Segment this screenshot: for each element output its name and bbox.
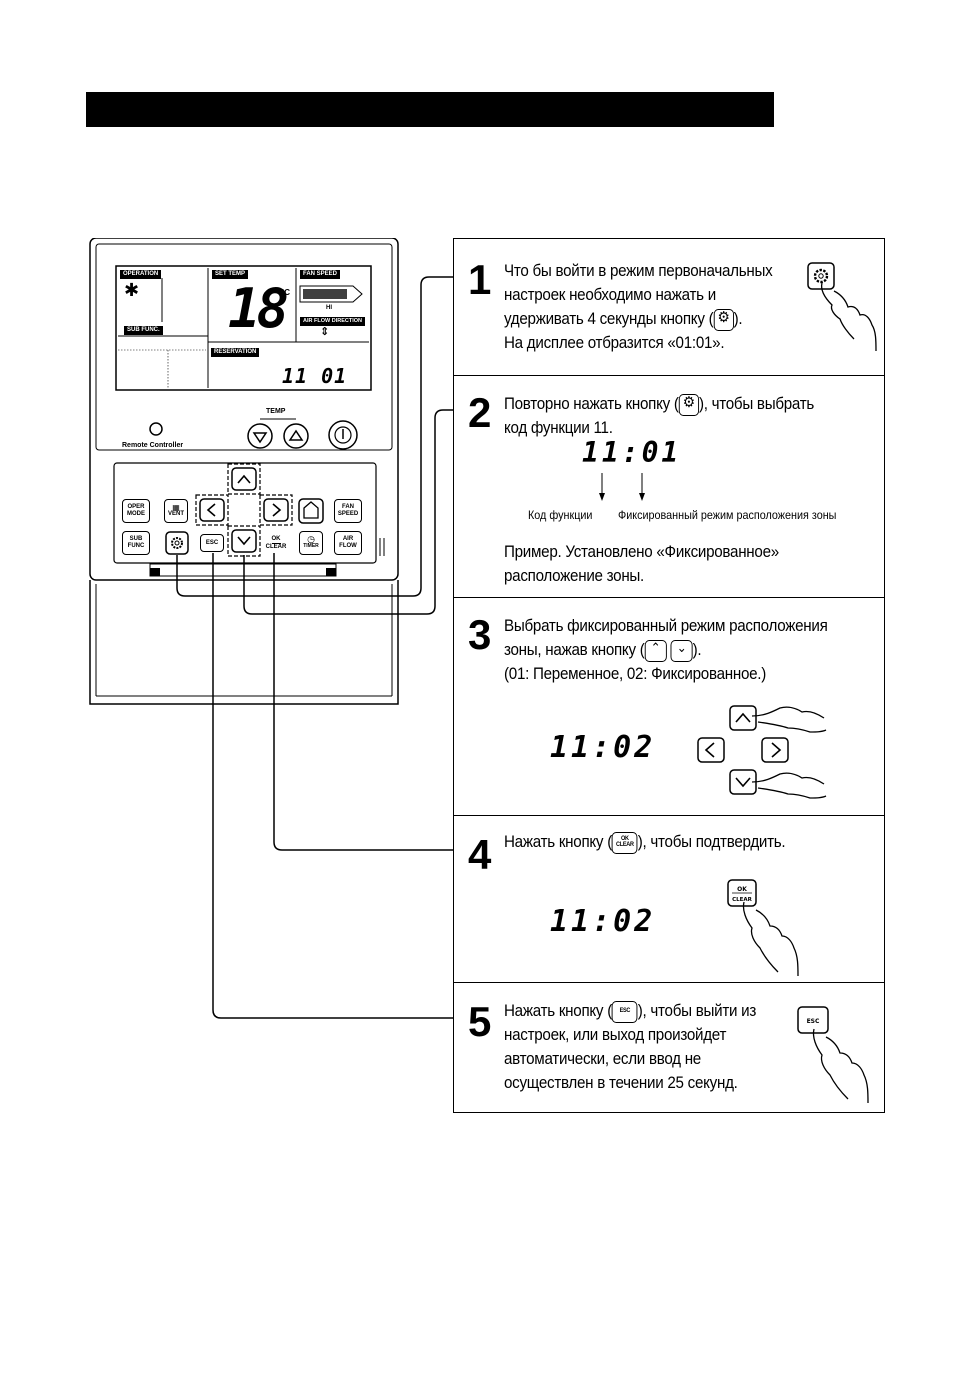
display-arrows [599, 473, 645, 501]
sub-func-button[interactable]: SUB FUNC [122, 531, 150, 555]
step-example: Пример. Установлено «Фиксированное» расп… [504, 543, 779, 585]
svg-text:✱: ✱ [124, 280, 139, 301]
step-number: 3 [468, 611, 492, 658]
step-number: 2 [468, 389, 492, 436]
lcd-air-flow-label: AIR FLOW DIRECTION [300, 317, 365, 326]
lcd-fan-speed-label: FAN SPEED [300, 270, 341, 279]
step-1: 1 Что бы войти в режим первоначальных на… [454, 239, 884, 376]
vent-icon: ▦ [172, 503, 180, 512]
step-4-display: 11:02 [550, 904, 656, 939]
step-text: Выбрать фиксированный режим расположения… [504, 617, 828, 683]
step-5: 5 Нажать кнопку (ESC), чтобы выйти из на… [454, 983, 884, 1114]
hand-press-gear-icon [807, 262, 877, 352]
chevron-up-icon: ⌃ [644, 639, 667, 662]
temp-label: TEMP [266, 408, 286, 415]
fan-speed-button[interactable]: FAN SPEED [334, 499, 362, 523]
section-title-bar [86, 92, 774, 127]
hand-press-esc-icon: ESC [797, 1006, 869, 1104]
step-text: Что бы войти в режим первоначальных наст… [504, 262, 773, 352]
lcd-set-temp-label: SET TEMP [212, 270, 249, 279]
step-2: 2 Повторно нажать кнопку (⚙), чтобы выбр… [454, 376, 884, 598]
step-3: 3 Выбрать фиксированный режим расположен… [454, 598, 884, 816]
vent-button[interactable]: ▦ VENT [164, 499, 188, 523]
step-number: 4 [468, 831, 492, 878]
remote-brand-label: Remote Controller [122, 442, 184, 449]
hand-press-ok-icon: OK CLEAR [727, 879, 799, 977]
lcd-reservation-label: RESERVATION [211, 348, 260, 357]
svg-text:OK: OK [737, 886, 747, 893]
lcd-temp-unit: °C [281, 288, 290, 297]
lcd-sub-func-label: SUB FUNC. [124, 326, 163, 335]
steps-table: 1 Что бы войти в режим первоначальных на… [453, 238, 885, 1113]
step-text: Нажать кнопку (ESC), чтобы выйти из наст… [504, 1000, 757, 1092]
esc-button[interactable]: ESC [200, 534, 224, 552]
lcd-fan-speed-value: HI [326, 305, 332, 311]
svg-text:⇕: ⇕ [320, 325, 329, 338]
lcd-code-value: 11 01 [282, 364, 348, 388]
step-2-display: 11:01 [582, 436, 682, 469]
step-number: 1 [468, 256, 492, 303]
ok-clear-button[interactable]: OK CLEAR [264, 531, 288, 555]
clock-icon: ◷ [307, 534, 315, 544]
svg-text:ESC: ESC [807, 1018, 820, 1025]
label-fixed-zone-mode: Фиксированный режим расположения зоны [618, 508, 837, 522]
svg-text:CLEAR: CLEAR [732, 897, 753, 903]
timer-button[interactable]: ◷ TIMER [299, 531, 323, 555]
lcd-temp-value: 18 [228, 277, 289, 340]
remote-controller: ✱ ⇕ OPERATION SET TEMP FAN SPEED HI AIR … [88, 238, 400, 706]
step-text: Повторно нажать кнопку (⚙), чтобы выбрат… [504, 393, 815, 437]
step-number: 5 [468, 998, 492, 1045]
gear-icon: ⚙ [713, 308, 734, 331]
gear-icon: ⚙ [678, 393, 699, 416]
label-function-code: Код функции [528, 508, 593, 522]
chevron-down-icon: ⌄ [670, 639, 693, 662]
hand-press-arrows-icon [697, 705, 827, 799]
esc-key-icon: ESC [611, 1000, 638, 1023]
lcd-operation-label: OPERATION [120, 270, 162, 279]
oper-mode-button[interactable]: OPER MODE [122, 499, 150, 523]
step-3-display: 11:02 [550, 730, 656, 765]
air-flow-button[interactable]: AIR FLOW [334, 531, 362, 555]
